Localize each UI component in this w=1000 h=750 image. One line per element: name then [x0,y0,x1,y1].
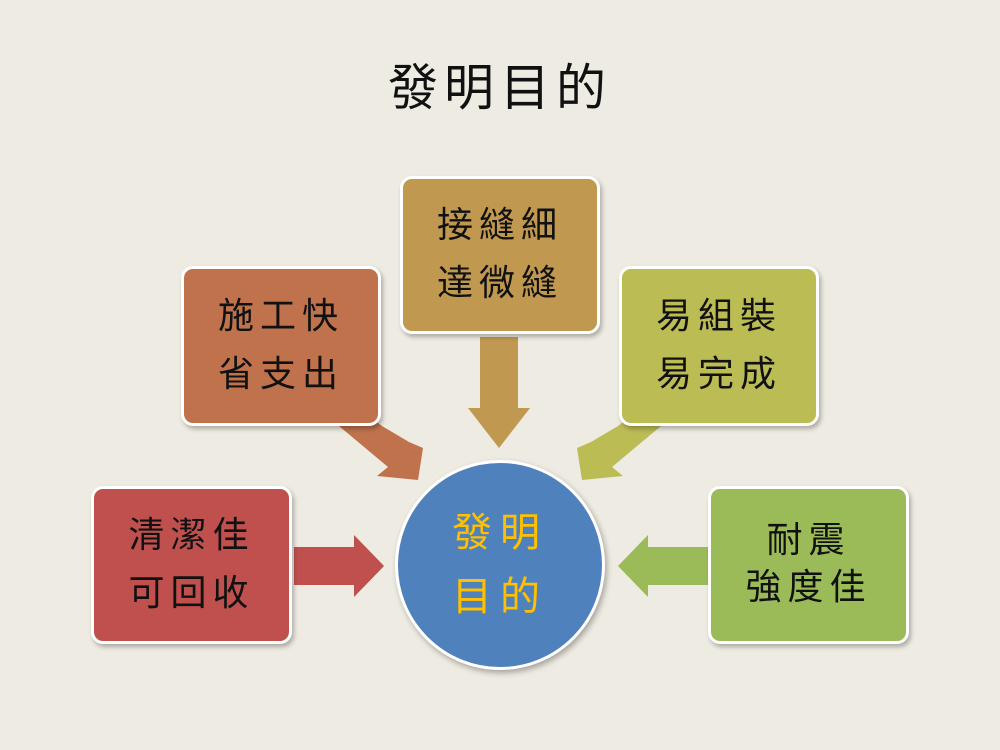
node-upper-left-line1: 施工快 [217,296,344,338]
arrow-left-to-hub [294,535,384,597]
node-right-line2: 強度佳 [745,567,872,608]
node-upper-left: 施工快 省支出 [181,266,381,426]
arrow-top-to-hub [468,337,530,448]
node-left: 清潔佳 可回收 [91,486,292,644]
arrow-upper-right-to-hub [577,410,661,480]
node-left-line2: 可回收 [128,573,255,614]
hub-line1: 發明 [452,510,548,556]
node-top: 接縫細 達微縫 [400,176,600,334]
node-upper-right-line1: 易組裝 [655,296,782,338]
node-top-line1: 接縫細 [436,205,563,247]
arrow-right-to-hub [618,535,708,597]
diagram-title: 發明目的 [388,59,612,117]
arrow-upper-left-to-hub [339,410,423,480]
hub-line2: 目的 [452,574,548,620]
node-left-line1: 清潔佳 [128,515,255,557]
node-upper-right-line2: 易完成 [655,354,782,395]
node-upper-left-line2: 省支出 [217,354,344,395]
node-right-line1: 耐震 [766,520,851,562]
node-upper-right: 易組裝 易完成 [619,266,819,426]
node-top-line2: 達微縫 [436,263,563,304]
node-right: 耐震 強度佳 [708,486,909,644]
hub-circle: 發明 目的 [395,460,605,670]
